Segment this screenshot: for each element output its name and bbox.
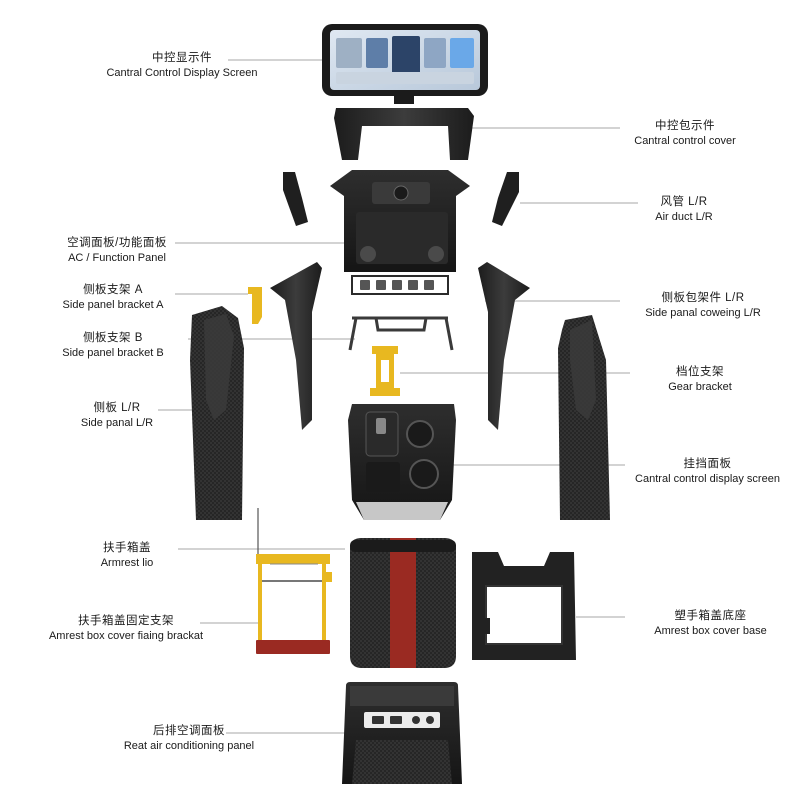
label-en: Amrest box cover fiaing brackat: [48, 629, 204, 642]
label-zh: 侧板支架 A: [83, 284, 143, 296]
armrest-fixing-bracket: [256, 508, 332, 654]
label-en: Side panal coweing L/R: [645, 306, 761, 319]
label-gear-bracket: 档位支架 Gear bracket: [630, 365, 770, 394]
label-armrest-fixing-bracket: 扶手箱盖固定支架 Amrest box cover fiaing brackat: [36, 614, 216, 643]
label-ac-function-panel: 空调面板/功能面板 AC / Function Panel: [42, 236, 192, 265]
label-side-panel-bracket-b: 侧板支架 B Side panel bracket B: [38, 331, 188, 360]
central-display-screen: [322, 24, 488, 104]
label-en: Reat air conditioning panel: [123, 739, 255, 752]
label-central-display-screen: 中控显示件 Cantral Control Display Screen: [82, 51, 282, 80]
label-zh: 侧板支架 B: [83, 332, 143, 344]
label-en: Cantral Control Display Screen: [106, 66, 258, 79]
rear-ac-panel: [342, 682, 462, 784]
label-zh: 侧板包架件 L/R: [661, 292, 745, 304]
side-panel-bracket-b: [348, 316, 454, 351]
label-zh: 中控包示件: [655, 120, 715, 132]
label-en: Side panal L/R: [80, 416, 154, 429]
label-en: Air duct L/R: [655, 210, 713, 223]
ac-function-panel: [330, 170, 470, 295]
label-gear-shift-panel: 挂挡面板 Cantral control display screen: [620, 457, 795, 486]
label-en: Cantral control cover: [634, 134, 736, 147]
label-zh: 扶手箱盖固定支架: [78, 615, 174, 627]
label-en: AC / Function Panel: [68, 251, 166, 264]
label-zh: 扶手箱盖: [103, 542, 151, 554]
label-armrest-base: 塑手箱盖底座 Amrest box cover base: [628, 609, 793, 638]
side-panel-right: [558, 315, 610, 520]
air-duct-right: [492, 172, 519, 226]
label-rear-ac-panel: 后排空调面板 Reat air conditioning panel: [104, 724, 274, 753]
label-zh: 风管 L/R: [660, 196, 708, 208]
label-side-panel-bracket-a: 侧板支架 A Side panel bracket A: [38, 283, 188, 312]
label-en: Side panel bracket B: [62, 346, 164, 359]
gear-bracket: [370, 346, 400, 396]
label-zh: 空调面板/功能面板: [67, 237, 167, 249]
label-side-covering: 侧板包架件 L/R Side panal coweing L/R: [618, 291, 788, 320]
label-zh: 档位支架: [676, 366, 724, 378]
label-zh: 侧板 L/R: [93, 402, 141, 414]
label-zh: 塑手箱盖底座: [674, 610, 747, 622]
armrest-base: [472, 552, 576, 660]
label-en: Armrest lio: [100, 556, 154, 569]
label-en: Gear bracket: [668, 380, 732, 393]
label-central-control-cover: 中控包示件 Cantral control cover: [595, 119, 775, 148]
gear-shift-panel: [348, 404, 456, 520]
armrest-lid: [350, 538, 456, 668]
label-en: Cantral control display screen: [635, 472, 780, 485]
central-control-cover: [334, 108, 474, 160]
side-covering-left: [270, 262, 322, 430]
air-duct-left: [283, 172, 308, 226]
label-zh: 后排空调面板: [153, 725, 225, 737]
label-air-duct: 风管 L/R Air duct L/R: [624, 195, 744, 224]
side-covering-right: [478, 262, 530, 430]
label-en: Amrest box cover base: [654, 624, 767, 637]
label-zh: 挂挡面板: [683, 458, 732, 470]
label-armrest-lid: 扶手箱盖 Armrest lio: [62, 541, 192, 570]
label-en: Side panel bracket A: [62, 298, 164, 311]
side-panel-left: [190, 306, 244, 520]
label-zh: 中控显示件: [152, 52, 212, 64]
side-panel-bracket-a: [248, 287, 262, 324]
label-side-panel: 侧板 L/R Side panal L/R: [62, 401, 172, 430]
